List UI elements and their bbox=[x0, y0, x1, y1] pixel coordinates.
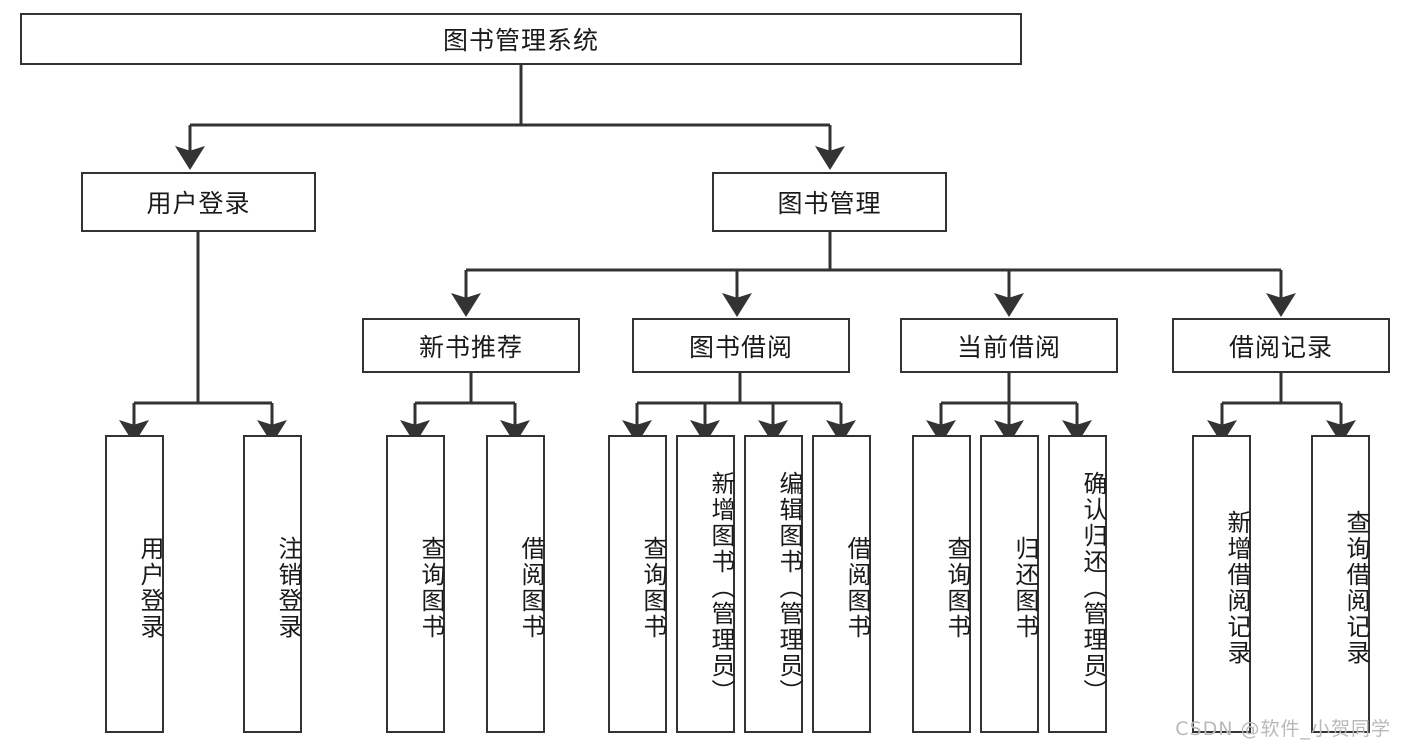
node-current-borrow[interactable]: 当前借阅 bbox=[900, 318, 1118, 373]
node-label: 新增图书（管理员） bbox=[707, 471, 735, 705]
leaf-user-login[interactable]: 用户登录 bbox=[105, 435, 164, 733]
node-label: 查询图书 bbox=[943, 536, 971, 640]
node-label: 查询图书 bbox=[417, 536, 445, 640]
leaf-query-book-current[interactable]: 查询图书 bbox=[912, 435, 971, 733]
node-label: 查询图书 bbox=[639, 536, 667, 640]
node-book-management-system[interactable]: 图书管理系统 bbox=[20, 13, 1022, 65]
node-label: 图书借阅 bbox=[688, 332, 793, 362]
leaf-logout-login[interactable]: 注销登录 bbox=[243, 435, 302, 733]
node-label: 确认归还（管理员） bbox=[1079, 471, 1107, 705]
node-label: 新书推荐 bbox=[418, 332, 523, 362]
leaf-query-book-recommend[interactable]: 查询图书 bbox=[386, 435, 445, 733]
node-new-book-recommend[interactable]: 新书推荐 bbox=[362, 318, 580, 373]
node-label: 借阅图书 bbox=[843, 536, 871, 640]
node-label: 用户登录 bbox=[146, 189, 251, 218]
node-book-management[interactable]: 图书管理 bbox=[712, 172, 947, 232]
leaf-confirm-return-admin[interactable]: 确认归还（管理员） bbox=[1048, 435, 1107, 733]
node-user-login[interactable]: 用户登录 bbox=[81, 172, 316, 232]
leaf-query-book-borrow[interactable]: 查询图书 bbox=[608, 435, 667, 733]
node-label: 查询借阅记录 bbox=[1342, 510, 1370, 666]
node-borrow-record[interactable]: 借阅记录 bbox=[1172, 318, 1390, 373]
node-label: 借阅记录 bbox=[1228, 332, 1333, 362]
node-label: 归还图书 bbox=[1011, 536, 1039, 640]
node-label: 用户登录 bbox=[136, 536, 164, 640]
node-label: 图书管理系统 bbox=[442, 26, 599, 55]
node-label: 编辑图书（管理员） bbox=[775, 471, 803, 705]
leaf-add-borrow-record[interactable]: 新增借阅记录 bbox=[1192, 435, 1251, 733]
leaf-borrow-book-recommend[interactable]: 借阅图书 bbox=[486, 435, 545, 733]
node-label: 图书管理 bbox=[777, 189, 882, 218]
leaf-borrow-book[interactable]: 借阅图书 bbox=[812, 435, 871, 733]
csdn-watermark: CSDN @软件_小贺同学 bbox=[1175, 718, 1391, 740]
node-label: 新增借阅记录 bbox=[1223, 510, 1251, 666]
leaf-return-book[interactable]: 归还图书 bbox=[980, 435, 1039, 733]
node-label: 注销登录 bbox=[274, 536, 302, 640]
leaf-edit-book-admin[interactable]: 编辑图书（管理员） bbox=[744, 435, 803, 733]
node-label: 借阅图书 bbox=[517, 536, 545, 640]
leaf-query-borrow-record[interactable]: 查询借阅记录 bbox=[1311, 435, 1370, 733]
node-book-borrow[interactable]: 图书借阅 bbox=[632, 318, 850, 373]
node-label: 当前借阅 bbox=[956, 332, 1061, 362]
leaf-add-book-admin[interactable]: 新增图书（管理员） bbox=[676, 435, 735, 733]
